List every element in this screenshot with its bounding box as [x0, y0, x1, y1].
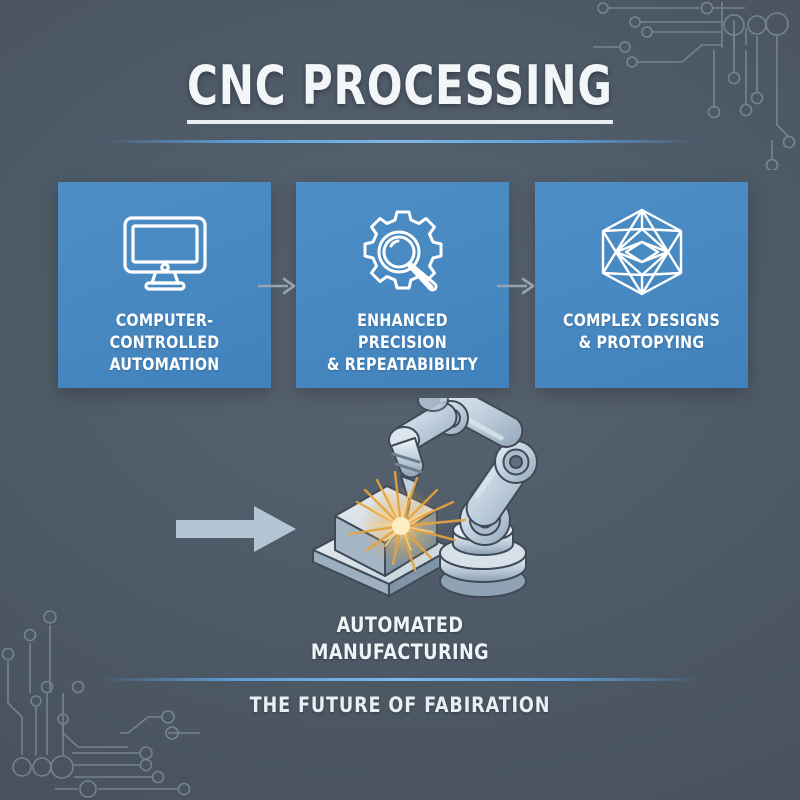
geometric-polygon-icon [596, 204, 688, 300]
divider-top [100, 140, 700, 143]
step-card-complex-designs[interactable]: COMPLEX DESIGNS & PROTOPYING [535, 182, 748, 388]
step-card-automation-label: COMPUTER-CONTROLLED AUTOMATION [109, 311, 220, 375]
robotic-arm-welding-illustration [312, 398, 538, 598]
arrow-right-icon-1 [258, 277, 296, 295]
tool-head [388, 426, 425, 522]
page-title: CNC PROCESSING [0, 56, 800, 124]
process-steps: COMPUTER-CONTROLLED AUTOMATION [0, 182, 800, 388]
illustration-caption: AUTOMATED MANUFACTURING [64, 612, 736, 666]
divider-bottom [100, 678, 700, 681]
robot-elbow-joint [494, 440, 538, 484]
step-card-precision[interactable]: ENHANCED PRECISION & REPEATABIBILTY [296, 182, 509, 388]
welding-sparks [347, 470, 467, 572]
page-title-text: CNC PROCESSING [187, 56, 613, 124]
gear-magnifier-icon [357, 204, 449, 300]
robot-counterweight [417, 398, 449, 412]
step-card-complex-designs-label: COMPLEX DESIGNS & PROTOPYING [562, 311, 721, 353]
thick-arrow-right-icon [176, 506, 296, 552]
circuit-trace-pattern-bottom-left-icon [1, 610, 200, 798]
tagline: THE FUTURE OF FABIRATION [249, 693, 551, 717]
arrow-right-icon-2 [497, 277, 535, 295]
illustration-caption-line2: MANUFACTURING [310, 640, 490, 664]
monitor-icon [119, 204, 211, 300]
illustration-caption-line1: AUTOMATED [336, 613, 464, 637]
step-card-automation[interactable]: COMPUTER-CONTROLLED AUTOMATION [58, 182, 271, 388]
step-card-precision-label: ENHANCED PRECISION & REPEATABIBILTY [326, 311, 479, 375]
